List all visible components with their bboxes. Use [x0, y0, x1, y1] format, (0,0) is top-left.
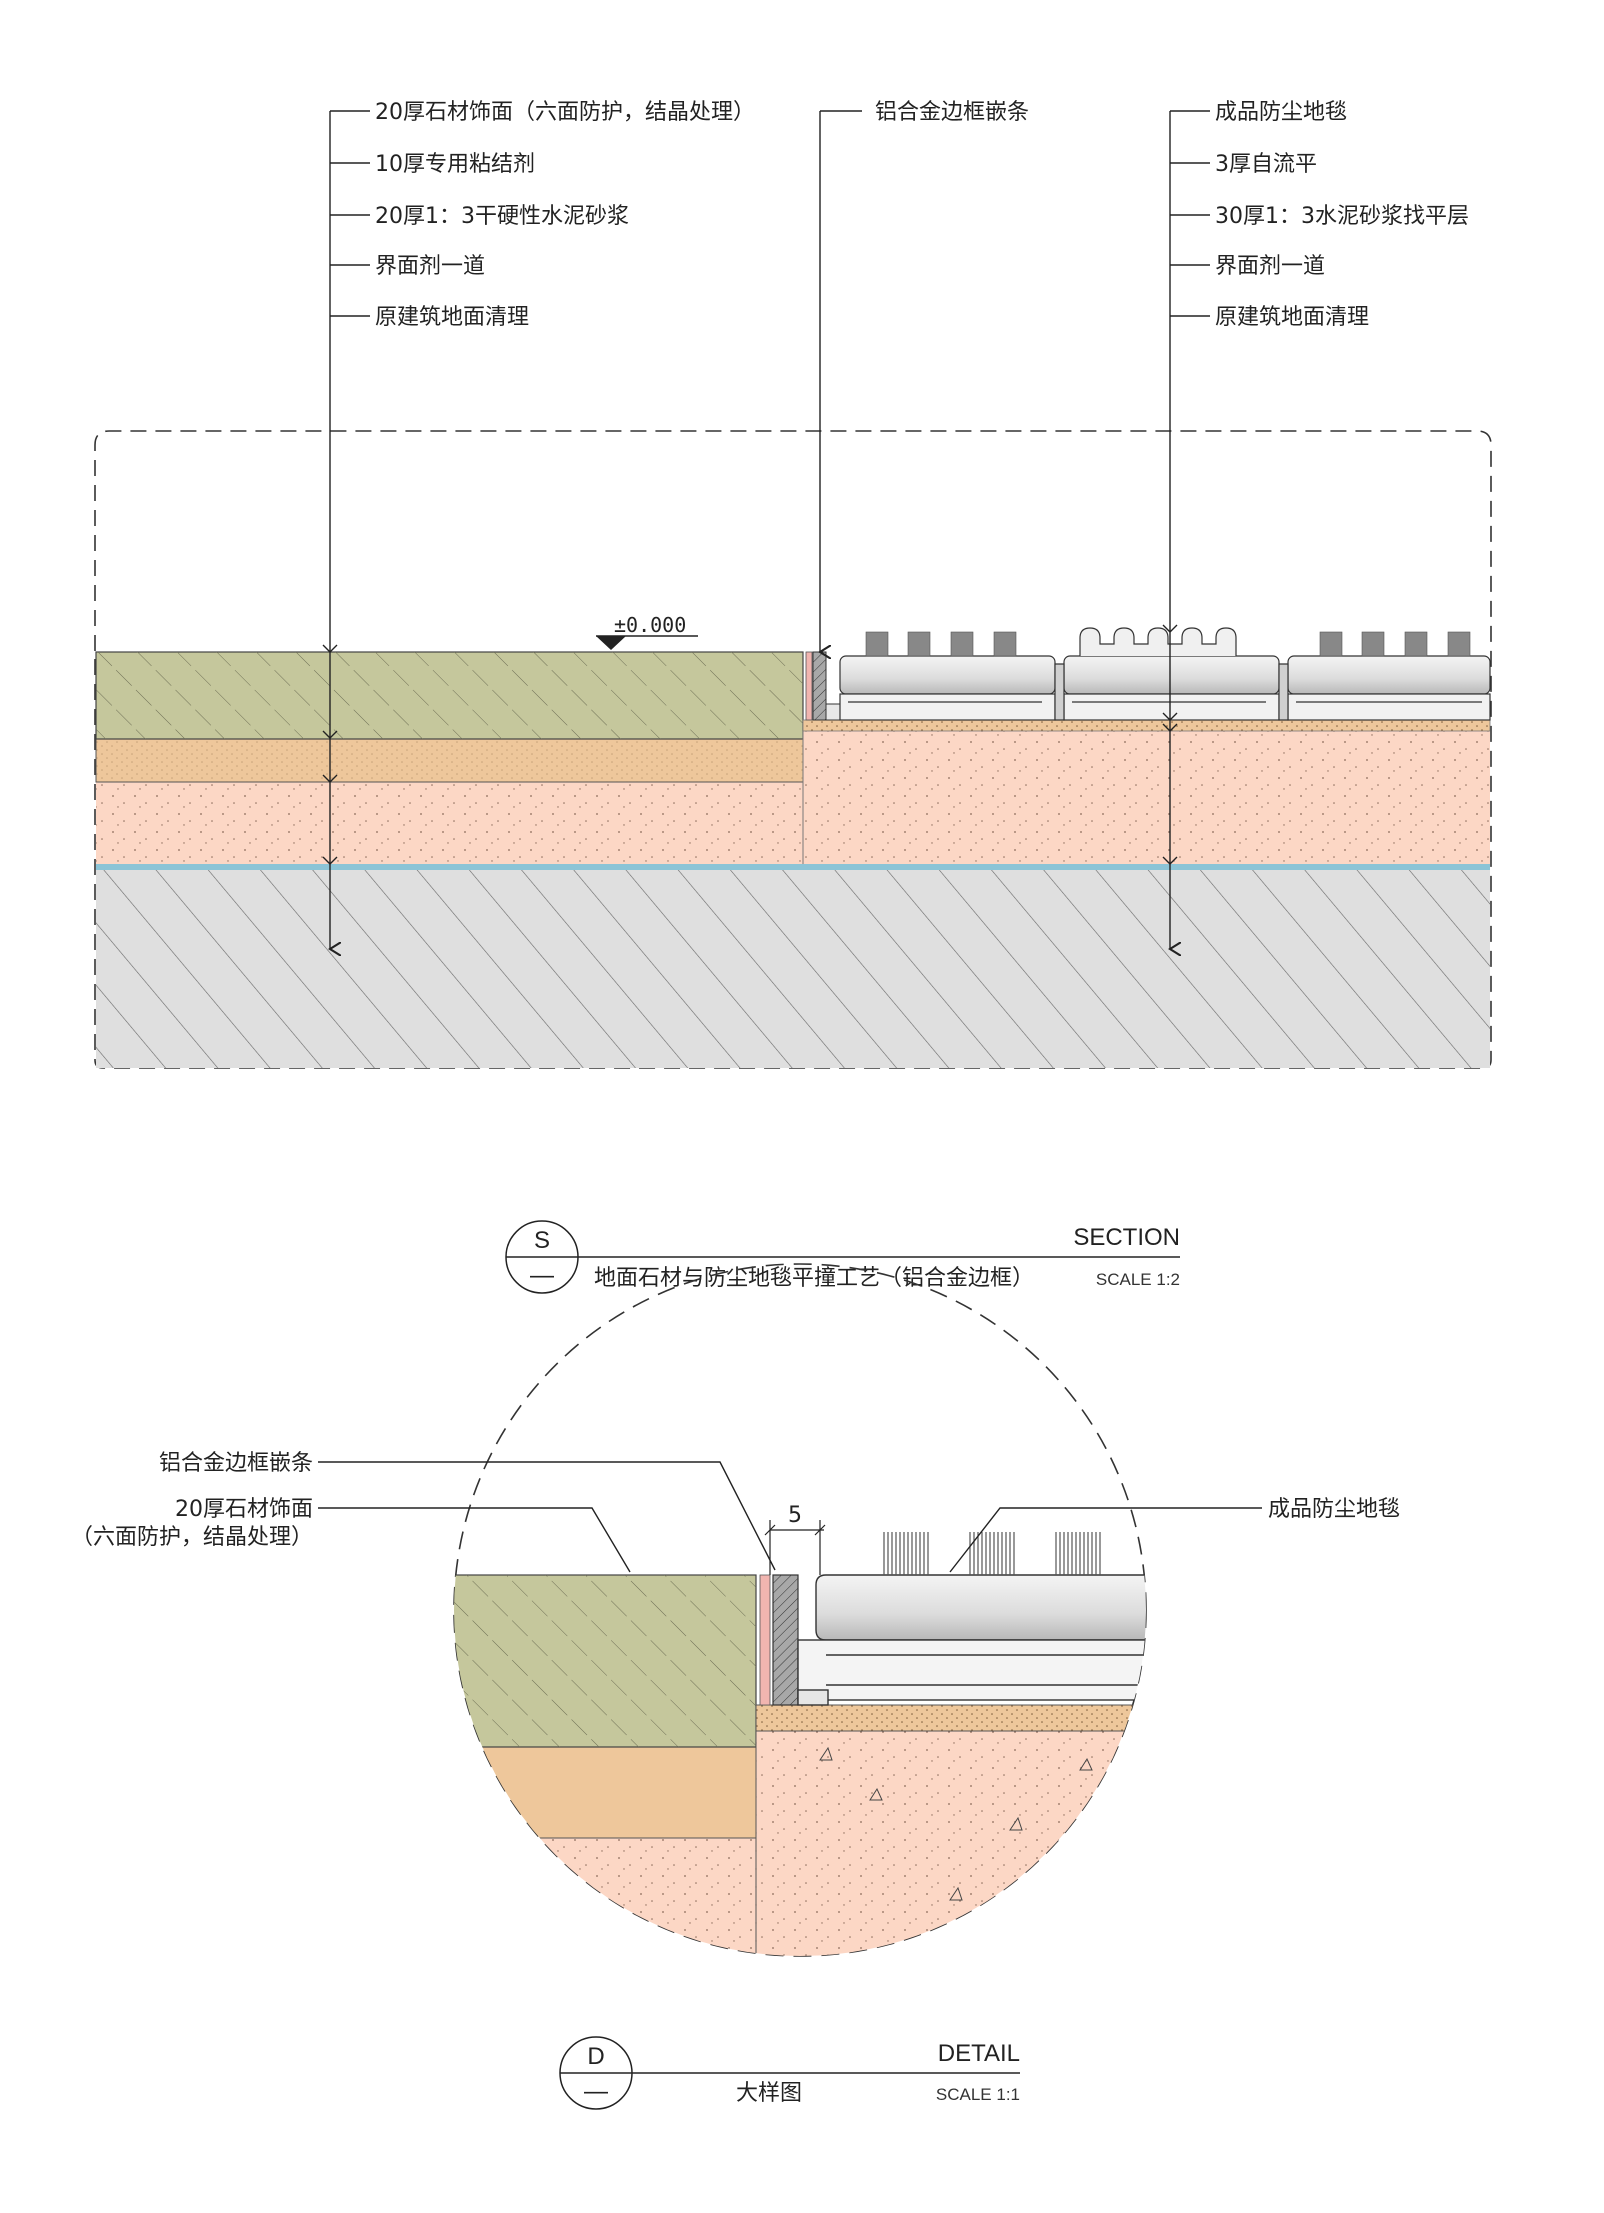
interface-membrane — [96, 864, 1490, 870]
right-callout-2: 3厚自流平 — [1215, 152, 1317, 177]
section-title-block: S — SECTION 地面石材与防尘地毯平撞工艺（铝合金边框） SCALE 1… — [505, 1220, 1180, 1294]
left-callout-3: 20厚1：3干硬性水泥砂浆 — [375, 204, 629, 229]
section-scale: SCALE 1:2 — [1096, 1270, 1180, 1289]
level-mark-text: ±0.000 — [614, 613, 686, 637]
mat-bristles — [865, 631, 1471, 657]
left-callout-4: 界面剂一道 — [375, 254, 485, 279]
dimension-text: 5 — [788, 1503, 802, 1528]
detail-type: DETAIL — [938, 2040, 1020, 2067]
section-view: ±0.000 20厚石材饰面（六面防护，结晶处理） 10厚专用粘结剂 20厚1：… — [94, 100, 1492, 1294]
leader-left — [322, 110, 370, 949]
section-type: SECTION — [1073, 1224, 1180, 1251]
mat-rubber-profile — [1079, 627, 1237, 656]
leader-middle — [820, 110, 862, 652]
detail-symbol-bottom: — — [584, 2078, 608, 2105]
section-symbol: S — [534, 1227, 550, 1254]
detail-label-stone-2: （六面防护，结晶处理） — [71, 1525, 313, 1550]
detail-symbol: D — [587, 2043, 604, 2070]
right-callout-4: 界面剂一道 — [1215, 254, 1325, 279]
right-callout-3: 30厚1：3水泥砂浆找平层 — [1215, 204, 1469, 229]
detail-left-adhesive — [454, 1746, 757, 1839]
dimension-5 — [764, 1520, 826, 1575]
detail-view: 5 铝合金边框嵌条 20厚石材饰面 （六面防护，结晶处理） 成品防尘地毯 D —… — [71, 1263, 1400, 2110]
left-callout-1: 20厚石材饰面（六面防护，结晶处理） — [375, 100, 755, 125]
right-callout-1: 成品防尘地毯 — [1215, 100, 1347, 125]
detail-scale: SCALE 1:1 — [936, 2085, 1020, 2104]
left-callout-5: 原建筑地面清理 — [375, 305, 529, 330]
detail-dust-mat — [797, 1574, 1146, 1706]
leader-right — [1162, 110, 1210, 949]
detail-name: 大样图 — [736, 2081, 802, 2106]
aluminium-edge-strip — [805, 651, 841, 721]
detail-label-stone-1: 20厚石材饰面 — [175, 1497, 313, 1522]
detail-bristles — [883, 1532, 1101, 1575]
left-callout-2: 10厚专用粘结剂 — [375, 152, 535, 177]
detail-title-block: D — DETAIL 大样图 SCALE 1:1 — [559, 2036, 1020, 2110]
dust-mat — [839, 655, 1491, 721]
section-name: 地面石材与防尘地毯平撞工艺（铝合金边框） — [594, 1266, 1034, 1291]
level-mark: ±0.000 — [596, 613, 698, 650]
right-callout-5: 原建筑地面清理 — [1215, 305, 1369, 330]
detail-label-frame: 铝合金边框嵌条 — [159, 1451, 313, 1476]
middle-callout: 铝合金边框嵌条 — [875, 100, 1029, 125]
section-symbol-bottom: — — [530, 1262, 554, 1289]
detail-leaders — [318, 1461, 1262, 1573]
detail-label-carpet: 成品防尘地毯 — [1268, 1497, 1400, 1522]
